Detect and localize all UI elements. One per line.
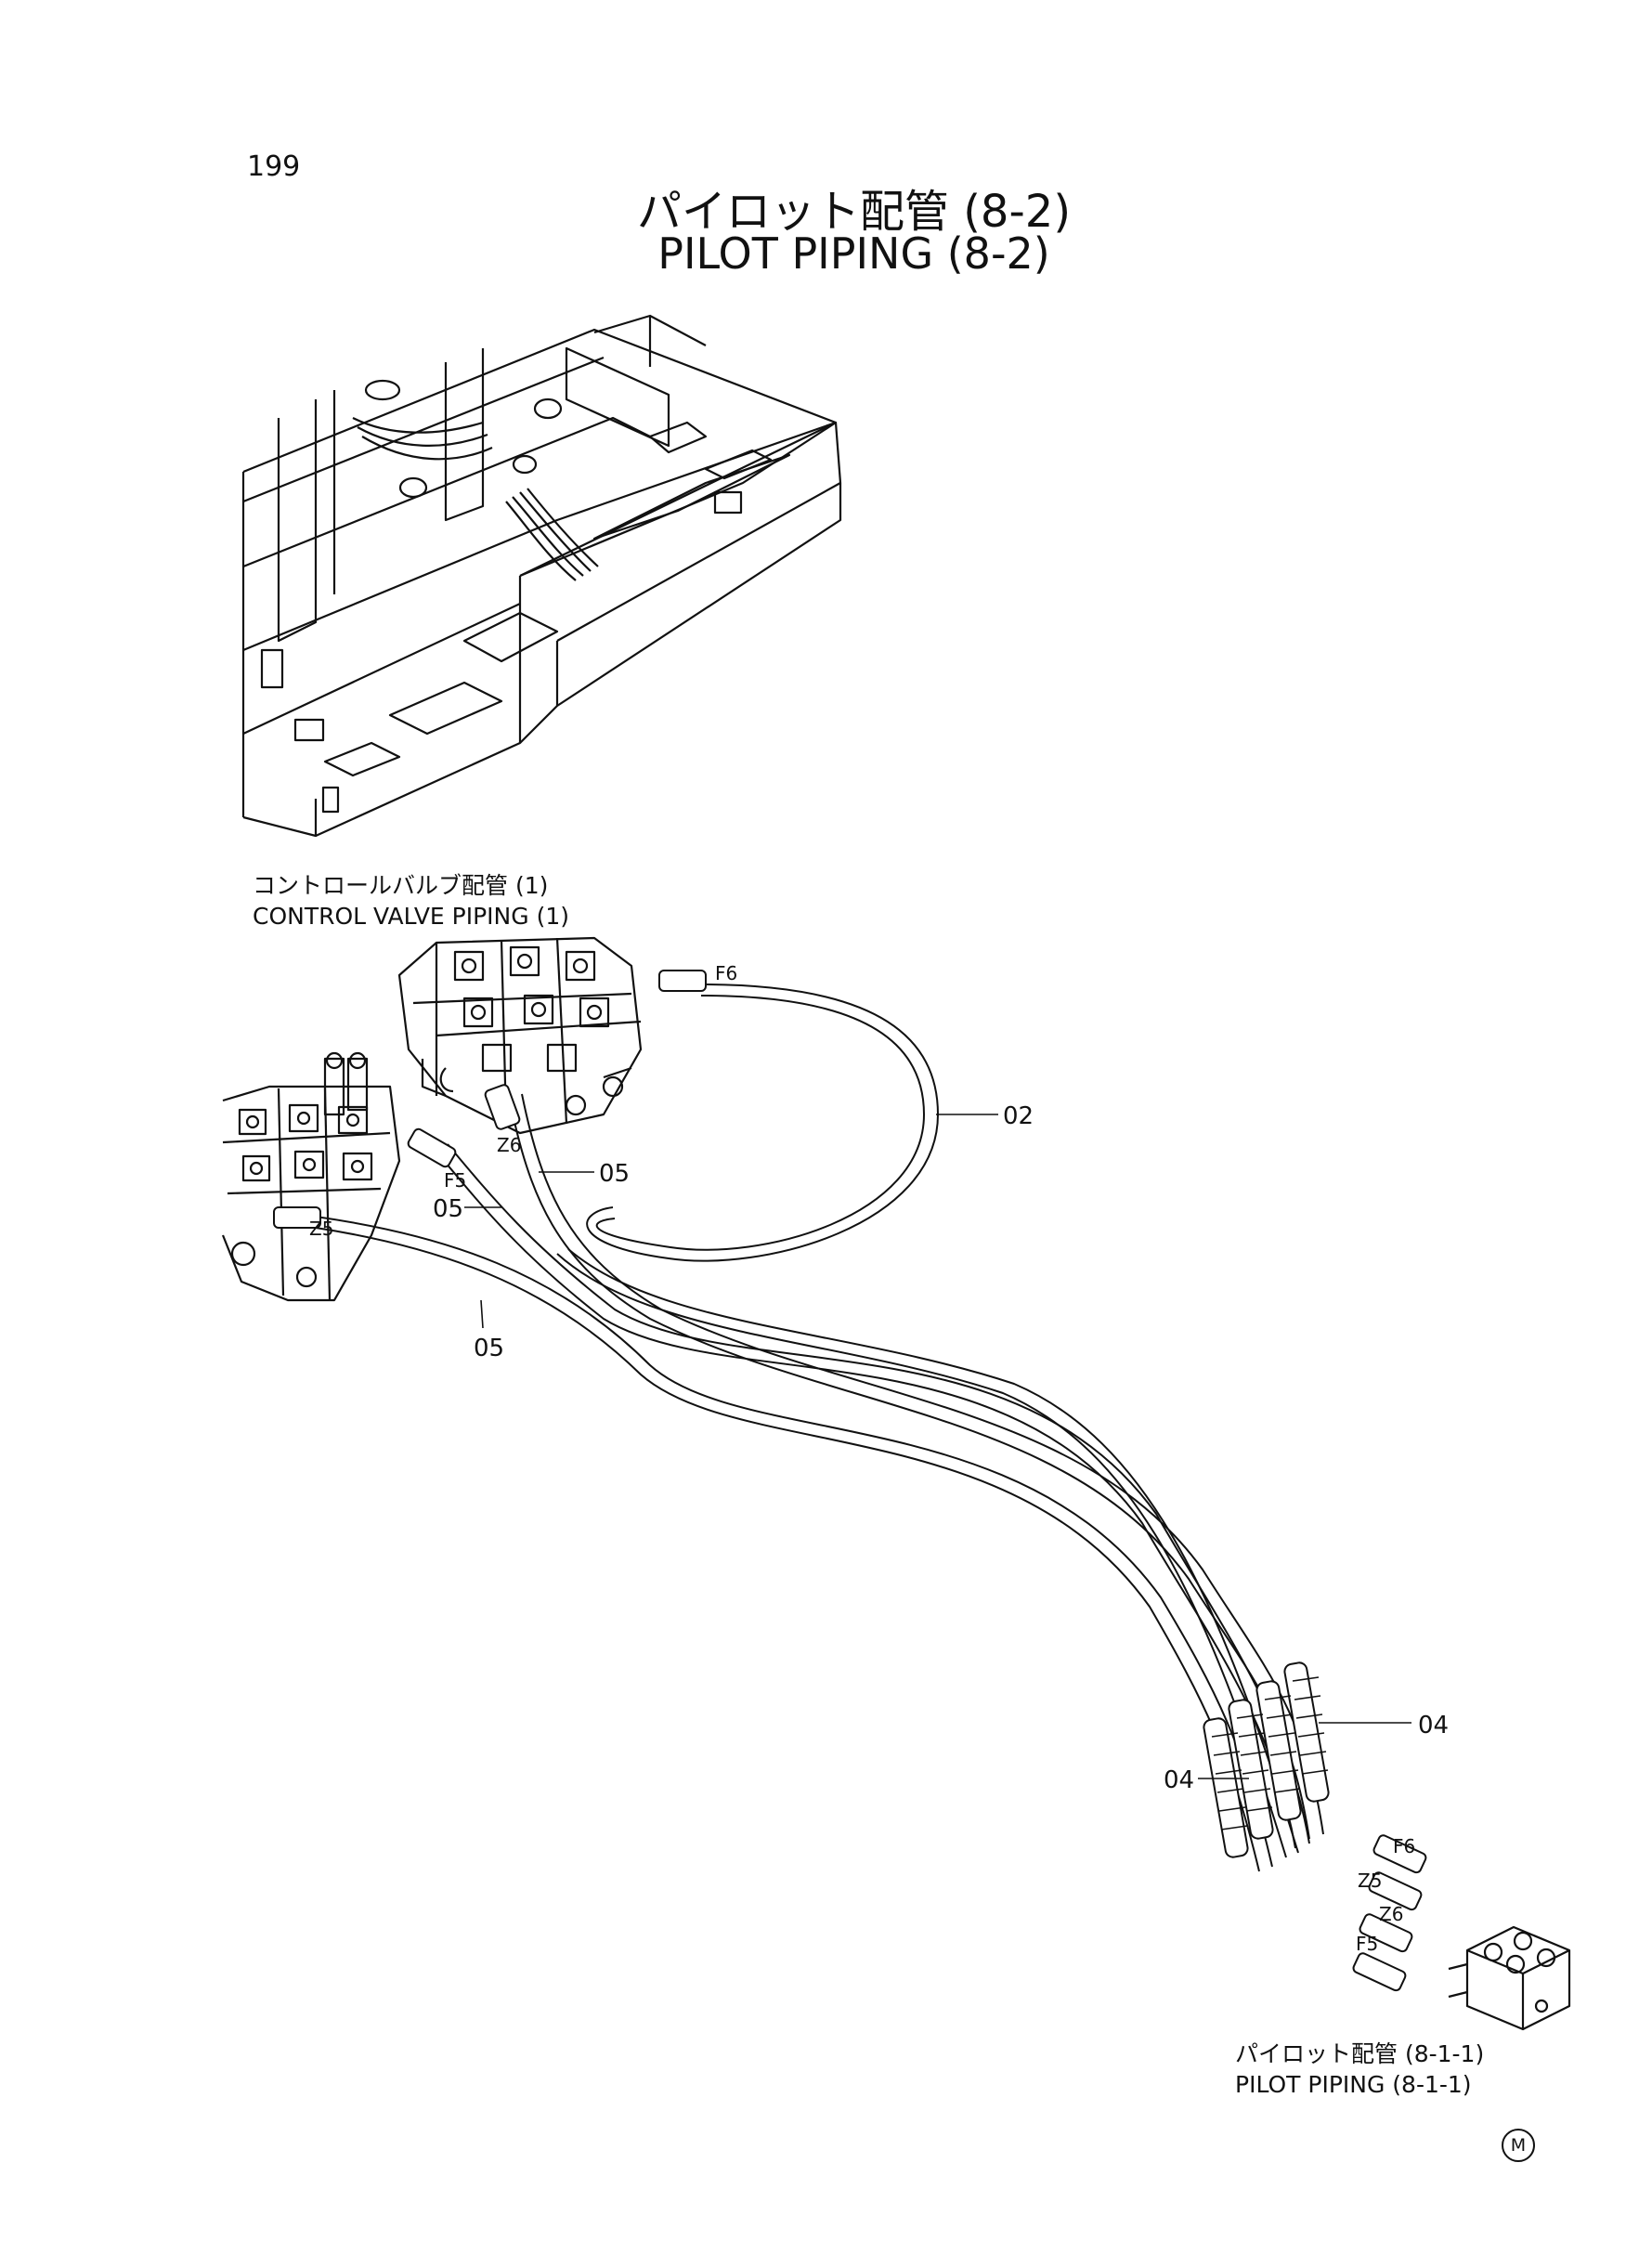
control-valve-reference-en: CONTROL VALVE PIPING (1) <box>253 903 569 930</box>
port-label-z5-bottom: Z5 <box>1358 1870 1382 1892</box>
pilot-piping-reference-en: PILOT PIPING (8-1-1) <box>1235 2071 1472 2098</box>
frame-illustration <box>241 314 842 838</box>
page-title-jp: パイロット配管 (8-2) <box>636 186 1072 238</box>
control-valve-reference[interactable]: コントロールバルブ配管 (1) CONTROL VALVE PIPING (1) <box>253 870 569 932</box>
control-valve-illustration <box>221 1051 401 1302</box>
part-number-05-z6: 05 <box>599 1160 630 1188</box>
page-number: 199 <box>247 150 301 183</box>
port-label-z5-top: Z5 <box>309 1218 333 1240</box>
control-valve-reference-jp: コントロールバルブ配管 (1) <box>253 872 549 899</box>
hose-lines <box>315 984 1324 1872</box>
leader-lines <box>464 1114 1411 1779</box>
pilot-valve-block-icon <box>1448 1925 1571 2031</box>
part-number-05-f5: 05 <box>433 1195 463 1223</box>
port-label-z6-top: Z6 <box>497 1134 521 1156</box>
pilot-piping-reference[interactable]: パイロット配管 (8-1-1) PILOT PIPING (8-1-1) <box>1235 2039 1484 2100</box>
part-number-02: 02 <box>1003 1102 1034 1130</box>
part-number-04-left: 04 <box>1164 1766 1194 1794</box>
port-label-f6-top: F6 <box>715 962 737 984</box>
port-label-z6-bottom: Z6 <box>1379 1903 1403 1925</box>
hose-fitting-icon <box>273 970 1427 1992</box>
pilot-piping-reference-jp: パイロット配管 (8-1-1) <box>1235 2040 1485 2067</box>
port-label-f5-bottom: F5 <box>1356 1933 1378 1955</box>
page-title-en: PILOT PIPING (8-2) <box>657 228 1050 279</box>
port-label-f6-bottom: F6 <box>1393 1835 1415 1857</box>
m-mark-icon: M <box>1502 2129 1535 2162</box>
part-number-04-right: 04 <box>1418 1712 1449 1739</box>
control-valve-illustration <box>397 936 643 1135</box>
part-number-05-z5: 05 <box>474 1335 504 1362</box>
port-label-f5-top: F5 <box>444 1169 466 1192</box>
